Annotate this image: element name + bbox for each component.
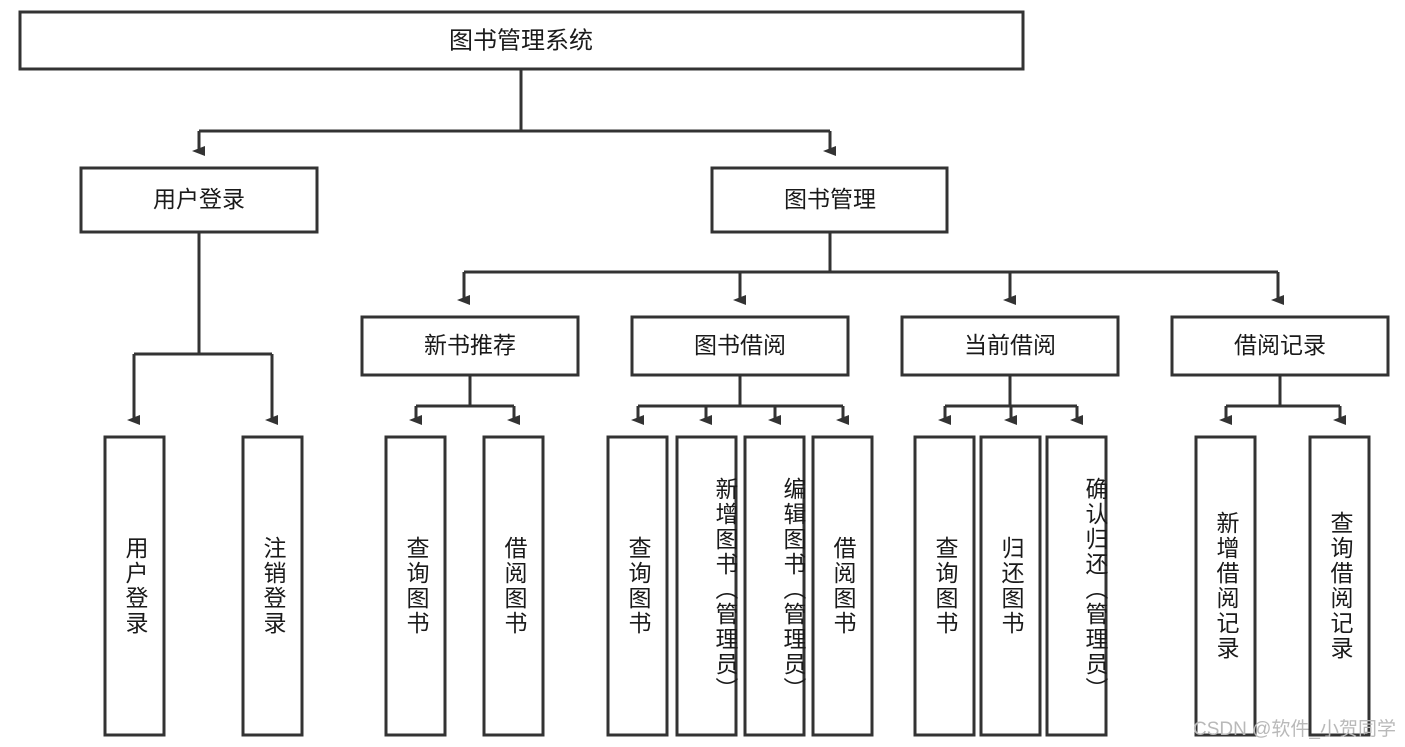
node-new-book-recommend-box[interactable] bbox=[360, 315, 580, 377]
node-system-title-label: 图书管理系统 bbox=[449, 27, 593, 54]
leaf-box-query-book-borrow[interactable] bbox=[606, 435, 669, 737]
node-book-management[interactable]: 图书管理 bbox=[710, 166, 949, 234]
leaf-box-confirm-return[interactable] bbox=[1045, 435, 1108, 737]
node-current-borrow-box[interactable] bbox=[900, 315, 1120, 377]
connector-group-user-login bbox=[127, 232, 278, 425]
leaf-box-borrow-book[interactable] bbox=[811, 435, 874, 737]
leaf-box-borrow-book-rec[interactable] bbox=[482, 435, 545, 737]
node-borrow-record-box[interactable] bbox=[1170, 315, 1390, 377]
node-book-borrow[interactable]: 图书借阅 bbox=[630, 315, 850, 377]
leaf-box-query-book-cur[interactable] bbox=[913, 435, 976, 737]
node-current-borrow-label: 当前借阅 bbox=[964, 332, 1056, 358]
node-new-book-recommend[interactable]: 新书推荐 bbox=[360, 315, 580, 377]
node-borrow-record-label: 借阅记录 bbox=[1234, 332, 1326, 358]
node-book-management-box[interactable] bbox=[710, 166, 949, 234]
node-system-title-box[interactable] bbox=[18, 10, 1025, 71]
connector-group-borrow-record bbox=[1219, 375, 1346, 425]
node-user-login-box[interactable] bbox=[79, 166, 319, 234]
connector-group-current-borrow bbox=[938, 375, 1083, 425]
node-current-borrow[interactable]: 当前借阅 bbox=[900, 315, 1120, 377]
node-book-borrow-box[interactable] bbox=[630, 315, 850, 377]
connector-group-new-book-recommend bbox=[409, 375, 520, 425]
node-user-login[interactable]: 用户登录 bbox=[79, 166, 319, 234]
node-user-login-label: 用户登录 bbox=[153, 186, 245, 212]
leaf-box-edit-book[interactable] bbox=[743, 435, 806, 737]
leaf-box-add-book[interactable] bbox=[675, 435, 738, 737]
leaf-box-return-book[interactable] bbox=[979, 435, 1042, 737]
leaf-box-query-book-rec[interactable] bbox=[384, 435, 447, 737]
leaf-box-logout[interactable] bbox=[241, 435, 304, 737]
csdn-watermark: CSDN @软件_小贺同学 bbox=[1193, 719, 1396, 740]
node-new-book-recommend-label: 新书推荐 bbox=[424, 332, 516, 358]
node-system-title[interactable]: 图书管理系统 bbox=[18, 10, 1025, 71]
connector-group-book-management bbox=[457, 232, 1284, 305]
node-book-management-label: 图书管理 bbox=[784, 186, 876, 212]
leaf-box-user-login[interactable] bbox=[103, 435, 166, 737]
leaf-box-add-record[interactable] bbox=[1194, 435, 1257, 737]
node-borrow-record[interactable]: 借阅记录 bbox=[1170, 315, 1390, 377]
node-book-borrow-label: 图书借阅 bbox=[694, 332, 786, 358]
connector-group-root bbox=[192, 69, 836, 156]
connector-group-book-borrow bbox=[631, 375, 849, 425]
leaf-box-query-record[interactable] bbox=[1308, 435, 1371, 737]
